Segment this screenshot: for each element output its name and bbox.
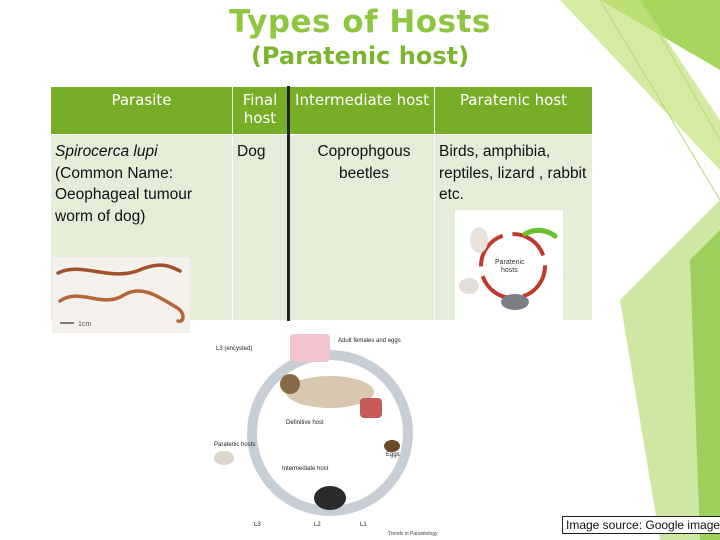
label-l1-larva: L1 xyxy=(360,522,367,528)
paratenic-diagram-label: Paratenic xyxy=(495,259,525,266)
label-adult: Adult females and eggs xyxy=(338,338,401,344)
table-header-row: Parasite Final host Intermediate host Pa… xyxy=(50,86,593,135)
parasite-scientific-name: Spirocerca lupi xyxy=(55,143,158,160)
scale-label: 1cm xyxy=(78,321,91,328)
page-subtitle: (Paratenic host) xyxy=(250,42,470,70)
label-intermediate-host: Intermediate host xyxy=(282,466,329,472)
parasite-common-name: (Common Name: Oeophageal tumour worm of … xyxy=(55,164,193,226)
label-l3-larva: L3 xyxy=(254,522,261,528)
label-eggs: Eggs xyxy=(386,452,400,458)
svg-text:hosts: hosts xyxy=(501,267,518,274)
label-definitive-host: Definitive host xyxy=(286,420,324,426)
header-paratenic-host: Paratenic host xyxy=(434,86,593,135)
label-source: Trends in Parasitology xyxy=(388,531,438,537)
label-paratenic-hosts: Paratenic hosts xyxy=(214,442,255,448)
lifecycle-diagram: Adult females and eggs L3 (encysted) Def… xyxy=(210,328,446,538)
header-final-host: Final host xyxy=(232,86,290,135)
page-title: Types of Hosts xyxy=(229,4,491,40)
header-parasite: Parasite xyxy=(50,86,233,135)
worm-photo: 1cm xyxy=(52,257,190,333)
label-l3-encysted: L3 (encysted) xyxy=(216,346,252,352)
paratenic-hosts-diagram: Paratenic hosts xyxy=(455,210,563,322)
image-source-caption: Image source: Google image xyxy=(562,516,720,534)
cell-final-host: Dog xyxy=(232,134,290,321)
header-intermediate-host: Intermediate host xyxy=(288,86,435,135)
cell-intermediate-host: Coprophgous beetles xyxy=(288,134,435,321)
label-l2-larva: L2 xyxy=(314,522,321,528)
